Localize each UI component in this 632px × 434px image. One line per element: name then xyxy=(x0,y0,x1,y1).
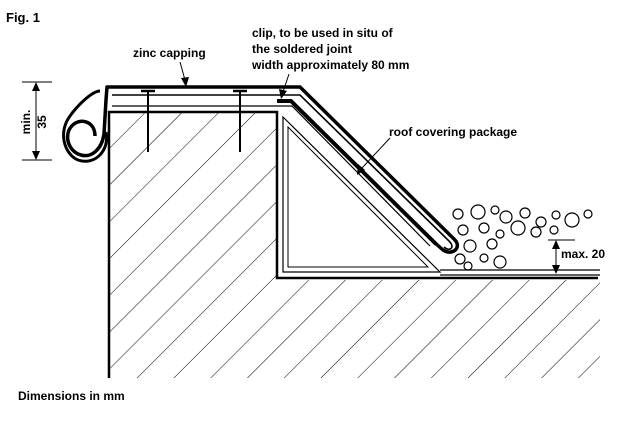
dimension-min-35 xyxy=(22,81,52,161)
wall-outline xyxy=(107,110,598,378)
footer-dimensions: Dimensions in mm xyxy=(18,389,125,403)
gravel xyxy=(452,204,593,271)
fillet-inner xyxy=(287,125,430,268)
wall-hatching xyxy=(109,112,600,378)
label-35: 35 xyxy=(35,115,49,129)
label-clip-line3: width approximately 80 mm xyxy=(251,58,409,72)
label-clip-line2: the soldered joint xyxy=(252,42,352,56)
leader-clip xyxy=(279,73,290,99)
nail-left xyxy=(141,89,155,152)
dimension-max-20 xyxy=(548,239,575,274)
label-roof-package: roof covering package xyxy=(389,125,517,139)
leader-roof-package xyxy=(357,137,391,175)
roof-covering-package xyxy=(112,99,600,276)
label-min: min. xyxy=(19,110,33,135)
zinc-capping xyxy=(62,85,460,254)
leader-zinc-capping xyxy=(179,61,189,87)
nail-right xyxy=(233,89,247,152)
insulation-block-bg xyxy=(277,114,443,278)
label-min-35: min. 35 xyxy=(19,110,49,135)
figure-title: Fig. 1 xyxy=(6,10,40,25)
label-max-20: max. 20 xyxy=(561,247,605,261)
label-zinc-capping: zinc capping xyxy=(133,46,206,60)
label-clip-line1: clip, to be used in situ of xyxy=(252,26,394,40)
fillet-outline xyxy=(282,115,442,273)
